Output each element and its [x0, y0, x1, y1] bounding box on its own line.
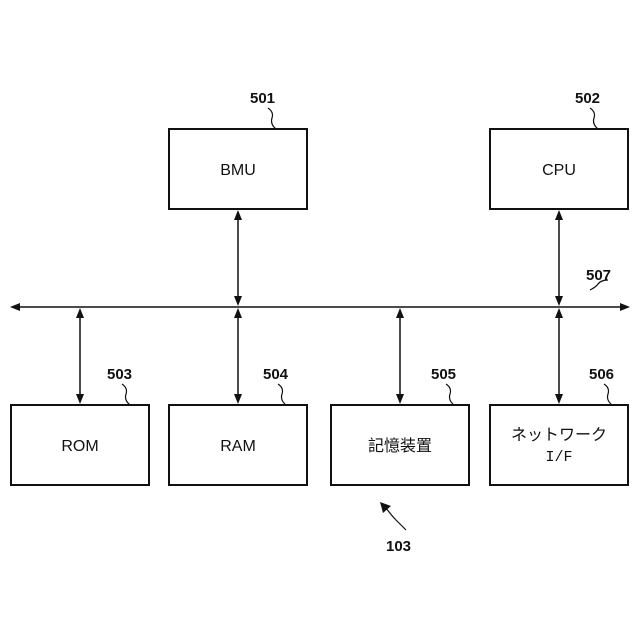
system-ref: 103: [380, 502, 411, 555]
rom-connector: [76, 308, 84, 404]
network-leader: [604, 384, 612, 405]
storage-label: 記憶装置: [368, 436, 432, 455]
bmu-arrow-up: [234, 210, 242, 220]
storage-arrow-up: [396, 308, 404, 318]
network-arrow-up: [555, 308, 563, 318]
system-ref-arrowhead: [380, 502, 391, 513]
bmu-ref-label: 501: [250, 90, 275, 107]
rom-arrow-down: [76, 394, 84, 404]
system-ref-label: 103: [386, 538, 411, 555]
cpu-leader: [590, 108, 598, 129]
rom-arrow-up: [76, 308, 84, 318]
ram-arrow-down: [234, 394, 242, 404]
bus-arrow-right: [620, 303, 630, 311]
storage-ref-label: 505: [431, 366, 456, 383]
rom-ref-label: 503: [107, 366, 132, 383]
network-box: [490, 405, 628, 485]
rom-leader: [122, 384, 130, 405]
bmu-block: BMU 501: [169, 90, 307, 209]
bmu-arrow-down: [234, 296, 242, 306]
network-connector: [555, 308, 563, 404]
cpu-arrow-down: [555, 296, 563, 306]
cpu-ref-label: 502: [575, 90, 600, 107]
system-ref-leader: [386, 508, 406, 530]
network-label-line1: ネットワーク: [511, 425, 607, 444]
ram-leader: [278, 384, 286, 405]
bmu-leader: [268, 108, 276, 129]
bmu-label: BMU: [220, 162, 256, 179]
storage-arrow-down: [396, 394, 404, 404]
storage-connector: [396, 308, 404, 404]
ram-arrow-up: [234, 308, 242, 318]
rom-label: ROM: [61, 438, 98, 455]
ram-ref-label: 504: [263, 366, 289, 383]
storage-leader: [446, 384, 454, 405]
cpu-arrow-up: [555, 210, 563, 220]
cpu-connector: [555, 210, 563, 306]
network-arrow-down: [555, 394, 563, 404]
ram-connector: [234, 308, 242, 404]
bus-ref-label: 507: [586, 267, 611, 284]
bus-ref: 507: [586, 267, 611, 290]
cpu-block: CPU 502: [490, 90, 628, 209]
network-ref-label: 506: [589, 366, 614, 383]
system-bus: [10, 303, 630, 311]
bmu-connector: [234, 210, 242, 306]
bus-arrow-left: [10, 303, 20, 311]
cpu-label: CPU: [542, 162, 576, 179]
ram-label: RAM: [220, 438, 256, 455]
network-label-line2: I/F: [545, 449, 572, 466]
